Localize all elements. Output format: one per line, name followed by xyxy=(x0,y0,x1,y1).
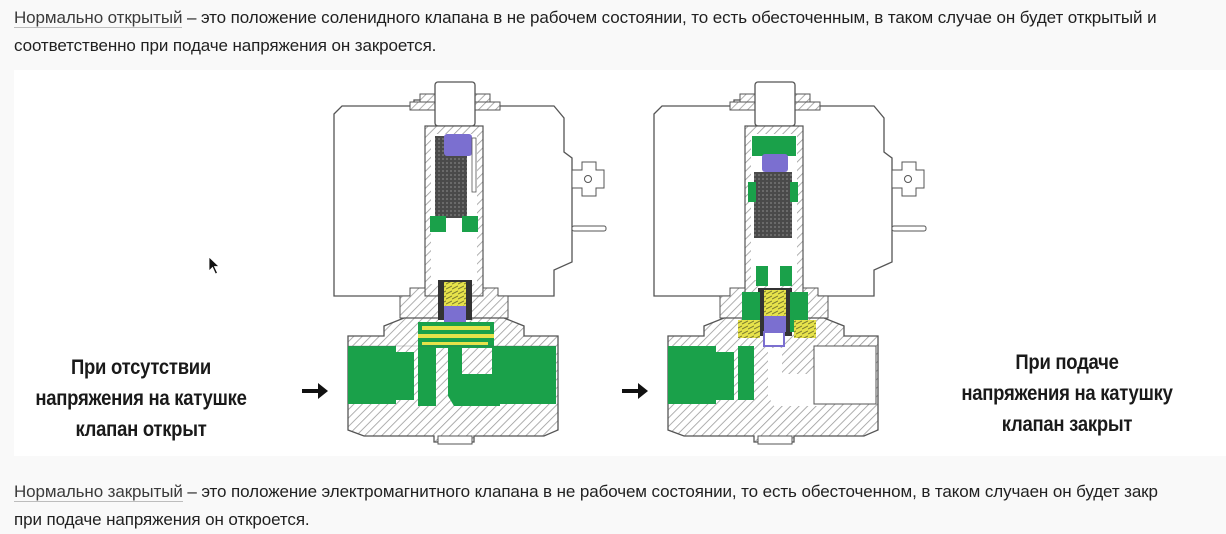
paragraph-text: при подаче напряжения он откроется. xyxy=(14,510,310,529)
paragraph-normally-open: Нормально открытый – это положение солен… xyxy=(14,4,1157,60)
paragraph-text: – это положение электромагнитного клапан… xyxy=(182,482,1158,501)
valve-closed-diagram xyxy=(620,80,928,445)
caption-valve-closed: При подаче напряжения на катушку клапан … xyxy=(948,347,1186,440)
caption-line: клапан закрыт xyxy=(1001,413,1133,436)
caption-line: При подаче xyxy=(1015,351,1119,374)
paragraph-text: – это положение соленидного клапана в не… xyxy=(182,8,1157,27)
caption-line: напряжения на катушку xyxy=(961,382,1173,405)
term-link-normally-closed[interactable]: Нормально закрытый xyxy=(14,482,183,502)
mouse-cursor-icon xyxy=(208,256,220,275)
paragraph-text: соответственно при подаче напряжения он … xyxy=(14,36,437,55)
valve-illustration xyxy=(300,80,928,445)
term-link-normally-open[interactable]: Нормально открытый xyxy=(14,8,183,28)
caption-valve-open: При отсутствии напряжения на катушке кла… xyxy=(22,352,260,445)
valve-open-diagram xyxy=(300,80,608,445)
paragraph-normally-closed: Нормально закрытый – это положение элект… xyxy=(14,478,1158,534)
solenoid-valve-diagram: При отсутствии напряжения на катушке кла… xyxy=(14,70,1226,456)
caption-line: клапан открыт xyxy=(75,418,207,441)
caption-line: напряжения на катушке xyxy=(35,387,247,410)
caption-line: При отсутствии xyxy=(70,356,212,379)
